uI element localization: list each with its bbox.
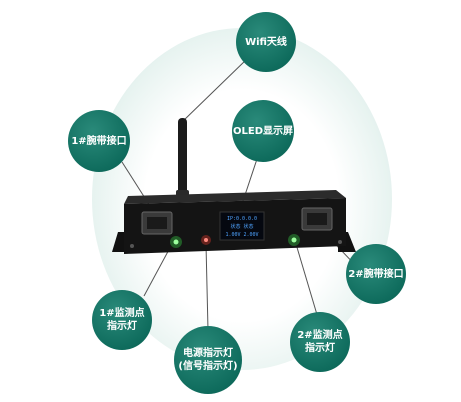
callout-monitor-led-1: 1#监测点 指示灯	[92, 290, 152, 350]
callout-oled-display: OLED显示屏	[232, 100, 294, 162]
oled-line-3: 1.00V 2.00V	[225, 232, 258, 238]
screw-left	[130, 244, 134, 248]
callout-port-2: 2#腕带接口	[346, 244, 406, 304]
led-2	[291, 237, 297, 243]
oled-line-1: IP:0.0.0.0	[227, 216, 257, 222]
screw-right	[338, 240, 342, 244]
callout-monitor-led-2: 2#监测点 指示灯	[290, 312, 350, 372]
oled-line-2: 状态 状态	[230, 223, 253, 230]
power-led	[204, 238, 208, 242]
port-2-socket	[307, 213, 327, 225]
antenna	[178, 118, 187, 198]
callout-wifi-antenna: Wifi天线	[236, 12, 296, 72]
oled-screen	[219, 211, 265, 241]
leader-led1	[143, 243, 173, 297]
port-1-socket	[147, 217, 167, 229]
leader-wifi	[181, 57, 249, 123]
device-top	[124, 190, 346, 204]
led-1	[173, 239, 179, 245]
leader-power	[205, 243, 209, 331]
leader-led2	[295, 243, 319, 319]
callout-power-led: 电源指示灯 (信号指示灯)	[174, 326, 242, 394]
callout-port-1: 1#腕带接口	[68, 110, 130, 172]
